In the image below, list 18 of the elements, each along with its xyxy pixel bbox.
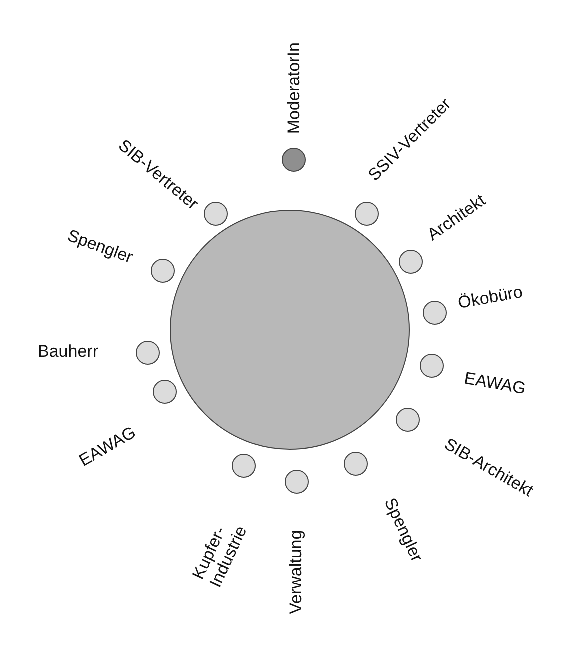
participant-label: Ökobüro — [456, 282, 524, 313]
participant-label: ModeratorIn — [286, 42, 304, 134]
seat-circle — [396, 408, 420, 432]
seat-circle — [136, 341, 160, 365]
participant-label: EAWAG — [462, 369, 528, 398]
seat-circle — [399, 250, 423, 274]
seat-circle — [232, 454, 256, 478]
seat-circle — [282, 148, 306, 172]
seat-circle — [285, 470, 309, 494]
seat-circle — [344, 452, 368, 476]
seat-circle — [151, 259, 175, 283]
participant-label: Verwaltung — [288, 530, 306, 614]
seat-circle — [420, 354, 444, 378]
seat-circle — [153, 380, 177, 404]
seat-circle — [423, 301, 447, 325]
participant-label: Bauherr — [38, 342, 98, 362]
seat-circle — [204, 202, 228, 226]
seat-circle — [355, 202, 379, 226]
